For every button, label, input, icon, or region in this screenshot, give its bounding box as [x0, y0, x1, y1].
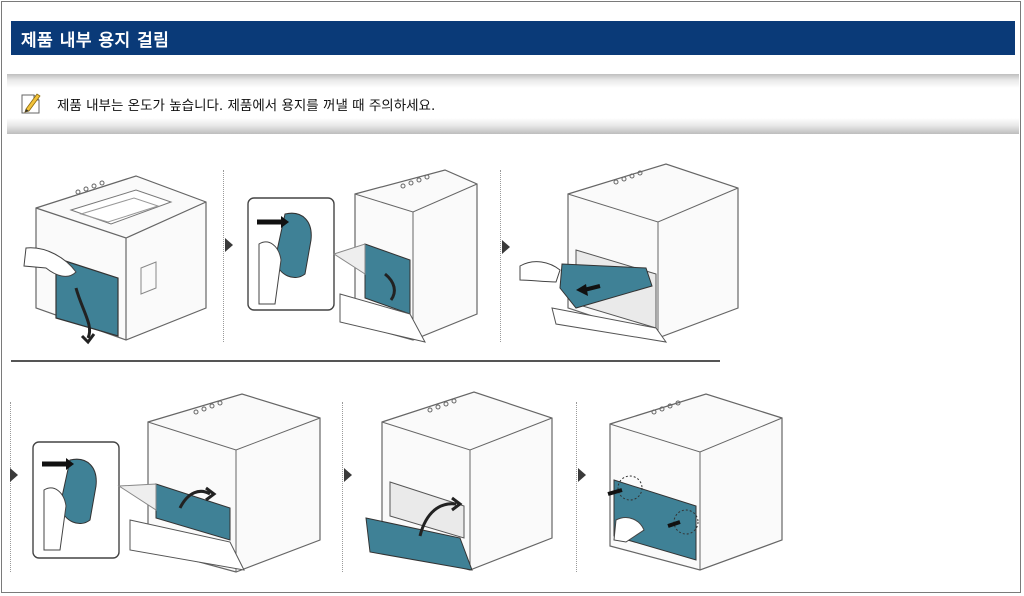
step-divider: [10, 402, 11, 572]
step-divider: [342, 402, 343, 572]
step-arrow-icon: [578, 468, 586, 482]
note-text: 제품 내부는 온도가 높습니다. 제품에서 용지를 꺼낼 때 주의하세요.: [57, 98, 436, 114]
note-band: 제품 내부는 온도가 높습니다. 제품에서 용지를 꺼낼 때 주의하세요.: [7, 74, 1019, 134]
printer-close-rear-cover-icon: [607, 393, 783, 571]
printer-push-duplex-lever-icon: [32, 393, 321, 573]
step-arrow-icon: [225, 238, 233, 252]
step-divider: [223, 170, 224, 342]
note-pencil-icon: [21, 93, 41, 114]
title-bar: 제품 내부 용지 걸림: [11, 21, 1015, 55]
printer-close-inner-cover-icon: [365, 391, 553, 571]
printer-pull-duplex-lever-icon: [247, 169, 478, 343]
page-title: 제품 내부 용지 걸림: [21, 31, 170, 51]
step-arrow-icon: [344, 468, 352, 482]
step-divider: [576, 402, 577, 572]
step-arrow-icon: [502, 240, 510, 254]
printer-open-rear-cover-icon: [23, 175, 207, 345]
printer-remove-jammed-paper-icon: [519, 163, 739, 343]
step-divider: [500, 170, 501, 342]
step-arrow-icon: [10, 468, 18, 482]
row-separator: [11, 360, 720, 362]
